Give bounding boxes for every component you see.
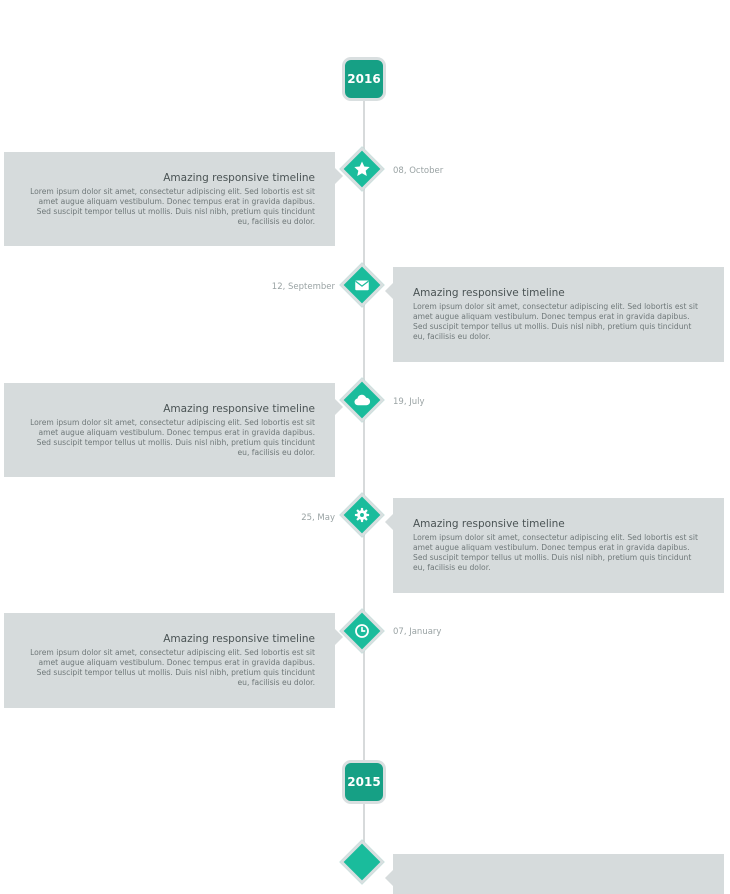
clock-icon (355, 624, 369, 638)
event-date: 12, September (271, 282, 335, 292)
timeline-card: Amazing responsive timeline Lorem ipsum … (4, 613, 343, 708)
star-icon (354, 161, 370, 176)
gear-icon (354, 507, 370, 523)
year-badge-2015: 2015 (342, 760, 386, 804)
timeline-marker (339, 608, 385, 654)
card-text: Lorem ipsum dolor sit amet, consectetur … (30, 418, 315, 457)
card-title: Amazing responsive timeline (413, 518, 565, 530)
card-text: Lorem ipsum dolor sit amet, consectetur … (30, 648, 315, 687)
card-text: Lorem ipsum dolor sit amet, consectetur … (413, 533, 698, 572)
timeline-card: Amazing responsive timeline Lorem ipsum … (4, 152, 343, 246)
timeline-marker (339, 377, 385, 423)
timeline-marker (339, 262, 385, 308)
card-text: Lorem ipsum dolor sit amet, consectetur … (30, 187, 315, 226)
timeline-line (363, 78, 365, 868)
timeline-card: Amazing responsive timeline Lorem ipsum … (385, 498, 724, 593)
card-text: Lorem ipsum dolor sit amet, consectetur … (413, 302, 698, 341)
envelope-icon (355, 280, 369, 291)
card-title: Amazing responsive timeline (163, 172, 315, 184)
timeline-marker (339, 839, 385, 885)
event-date: 25, May (301, 513, 335, 523)
event-date: 08, October (393, 166, 444, 176)
timeline-card: Amazing responsive timeline Lorem ipsum … (4, 383, 343, 477)
event-date: 19, July (393, 397, 425, 407)
timeline-marker (339, 492, 385, 538)
card-title: Amazing responsive timeline (163, 403, 315, 415)
card-title: Amazing responsive timeline (163, 633, 315, 645)
event-date: 07, January (393, 627, 442, 637)
card-title: Amazing responsive timeline (413, 287, 565, 299)
cloud-icon (354, 394, 371, 406)
year-badge-2016: 2016 (342, 57, 386, 101)
timeline-card: Amazing responsive timeline Lorem ipsum … (385, 267, 724, 362)
timeline-marker (339, 146, 385, 192)
timeline-card-partial (385, 854, 724, 894)
